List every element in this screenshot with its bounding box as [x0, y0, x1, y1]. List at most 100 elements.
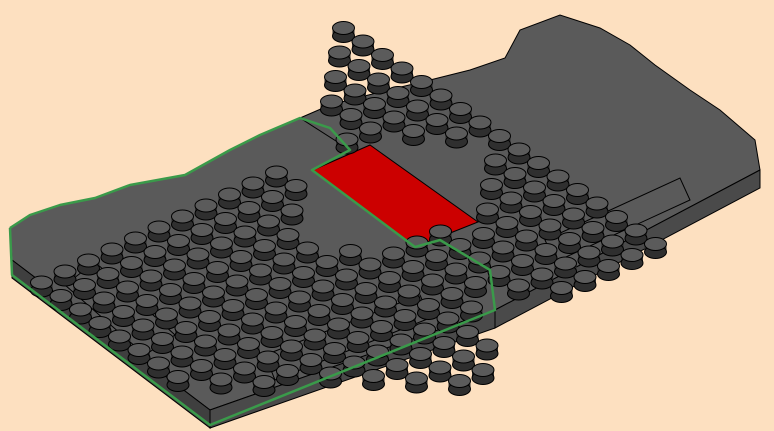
stud [355, 283, 377, 304]
stud-top [516, 230, 538, 243]
stud-top [524, 181, 546, 194]
stud-top [277, 365, 299, 378]
stud [281, 204, 303, 225]
stud [426, 250, 448, 271]
stud-top [289, 291, 311, 304]
stud-top [492, 241, 514, 254]
stud-top [257, 351, 279, 364]
stud-top [411, 76, 433, 89]
stud-top [266, 166, 288, 179]
stud-top [371, 321, 393, 334]
stud [368, 73, 390, 94]
stud-top [187, 248, 209, 261]
stud [476, 339, 498, 360]
stud-top [598, 260, 620, 273]
stud-top [175, 322, 197, 335]
stud-top [179, 297, 201, 310]
stud-top [645, 238, 667, 251]
stud [535, 244, 557, 265]
stud [528, 157, 550, 178]
stud [364, 98, 386, 119]
stud-top [207, 262, 229, 275]
stud [214, 349, 236, 370]
stud-top [234, 226, 256, 239]
stud [219, 188, 241, 209]
stud-top [386, 359, 408, 372]
stud [547, 170, 569, 191]
stud-top [285, 180, 307, 193]
stud [285, 180, 307, 201]
stud-top [403, 125, 425, 138]
stud-top [168, 235, 190, 248]
stud-top [489, 130, 511, 143]
stud-top [476, 339, 498, 352]
stud [512, 255, 534, 276]
stud [383, 247, 405, 268]
stud [281, 340, 303, 361]
stud [559, 233, 581, 254]
stud-top [375, 296, 397, 309]
stud-top [136, 295, 158, 308]
stud [195, 199, 217, 220]
stud-top [379, 272, 401, 285]
stud [262, 191, 284, 212]
stud [97, 268, 119, 289]
stud [430, 89, 452, 110]
stud-top [528, 157, 550, 170]
stud-top [238, 202, 260, 215]
stud [277, 229, 299, 250]
stud [551, 282, 573, 303]
stud-top [555, 257, 577, 270]
stud [257, 351, 279, 372]
stud [121, 257, 143, 278]
stud [172, 210, 194, 231]
stud [422, 274, 444, 295]
stud [520, 206, 542, 227]
stud-top [551, 282, 573, 295]
stud-top [340, 245, 362, 258]
stud-top [520, 206, 542, 219]
stud-top [368, 73, 390, 86]
stud [215, 213, 237, 234]
stud-top [312, 280, 334, 293]
stud-top [574, 271, 596, 284]
stud [465, 277, 487, 298]
stud [316, 256, 338, 277]
stud-top [211, 237, 233, 250]
stud-top [219, 188, 241, 201]
stud-top [74, 279, 96, 292]
stud-top [50, 290, 72, 303]
stud [136, 295, 158, 316]
stud-top [273, 253, 295, 266]
stud [74, 279, 96, 300]
stud-top [199, 311, 221, 324]
stud [563, 208, 585, 229]
stud [406, 372, 428, 393]
stud [391, 62, 413, 83]
stud-top [258, 215, 280, 228]
stud [132, 319, 154, 340]
stud-top [31, 276, 53, 289]
stud-top [333, 22, 355, 35]
stud [222, 300, 244, 321]
stud-top [496, 217, 518, 230]
stud-top [121, 257, 143, 270]
stud [645, 238, 667, 259]
stud-top [508, 143, 530, 156]
stud [266, 166, 288, 187]
stud-top [625, 224, 647, 237]
stud-top [446, 127, 468, 140]
stud-top [363, 370, 385, 383]
stud [269, 278, 291, 299]
stud [398, 285, 420, 306]
stud [363, 370, 385, 391]
stud [325, 71, 347, 92]
stud [386, 359, 408, 380]
stud [387, 87, 409, 108]
stud [418, 299, 440, 320]
stud [234, 362, 256, 383]
stud [148, 357, 170, 378]
stud [332, 294, 354, 315]
stud-top [262, 191, 284, 204]
stud [567, 184, 589, 205]
